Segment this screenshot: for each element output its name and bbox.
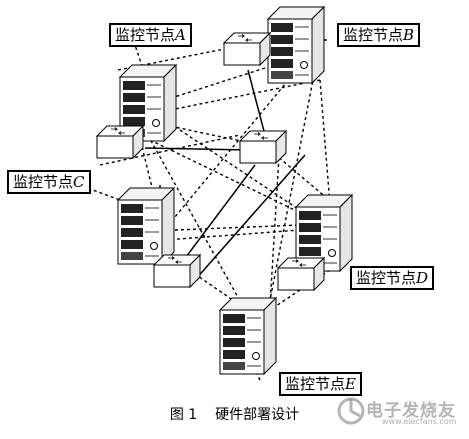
figure-title: 硬件部署设计 bbox=[215, 407, 300, 423]
node-label-d: 监控节点D bbox=[350, 266, 435, 290]
node-label-text: 监控节点 bbox=[115, 26, 176, 44]
node-label-letter: C bbox=[73, 173, 85, 191]
watermark: 电子发烧友 www.elecfans.com bbox=[336, 392, 466, 432]
switch-icon-node-b bbox=[223, 32, 271, 66]
watermark-text: 电子发烧友 bbox=[366, 401, 456, 421]
switch-icon-central bbox=[239, 130, 287, 164]
node-label-text: 监控节点 bbox=[343, 26, 404, 44]
solid-links bbox=[144, 69, 306, 281]
node-label-letter: D bbox=[416, 269, 429, 287]
figure-number: 图 1 bbox=[169, 407, 198, 423]
switch-icon-node-a bbox=[96, 125, 144, 159]
switch-icon-node-d bbox=[277, 257, 325, 291]
node-label-letter: E bbox=[345, 375, 356, 393]
switch-icon-node-c bbox=[153, 254, 201, 288]
server-icon-node-c bbox=[117, 187, 175, 265]
server-icon-node-e bbox=[219, 297, 277, 375]
node-label-text: 监控节点 bbox=[13, 173, 74, 191]
node-label-e: 监控节点E bbox=[279, 372, 362, 396]
node-label-letter: B bbox=[403, 26, 415, 44]
node-label-b: 监控节点B bbox=[337, 23, 421, 47]
server-icon-node-b bbox=[267, 6, 325, 84]
node-label-letter: A bbox=[175, 26, 186, 44]
node-label-a: 监控节点A bbox=[109, 23, 192, 47]
node-label-c: 监控节点C bbox=[7, 170, 91, 194]
figure-caption: 图 1 硬件部署设计 bbox=[0, 404, 469, 424]
node-label-text: 监控节点 bbox=[356, 269, 417, 287]
node-label-text: 监控节点 bbox=[285, 375, 346, 393]
watermark-url: www.elecfans.com bbox=[382, 417, 457, 426]
watermark-logo-icon bbox=[337, 397, 365, 425]
